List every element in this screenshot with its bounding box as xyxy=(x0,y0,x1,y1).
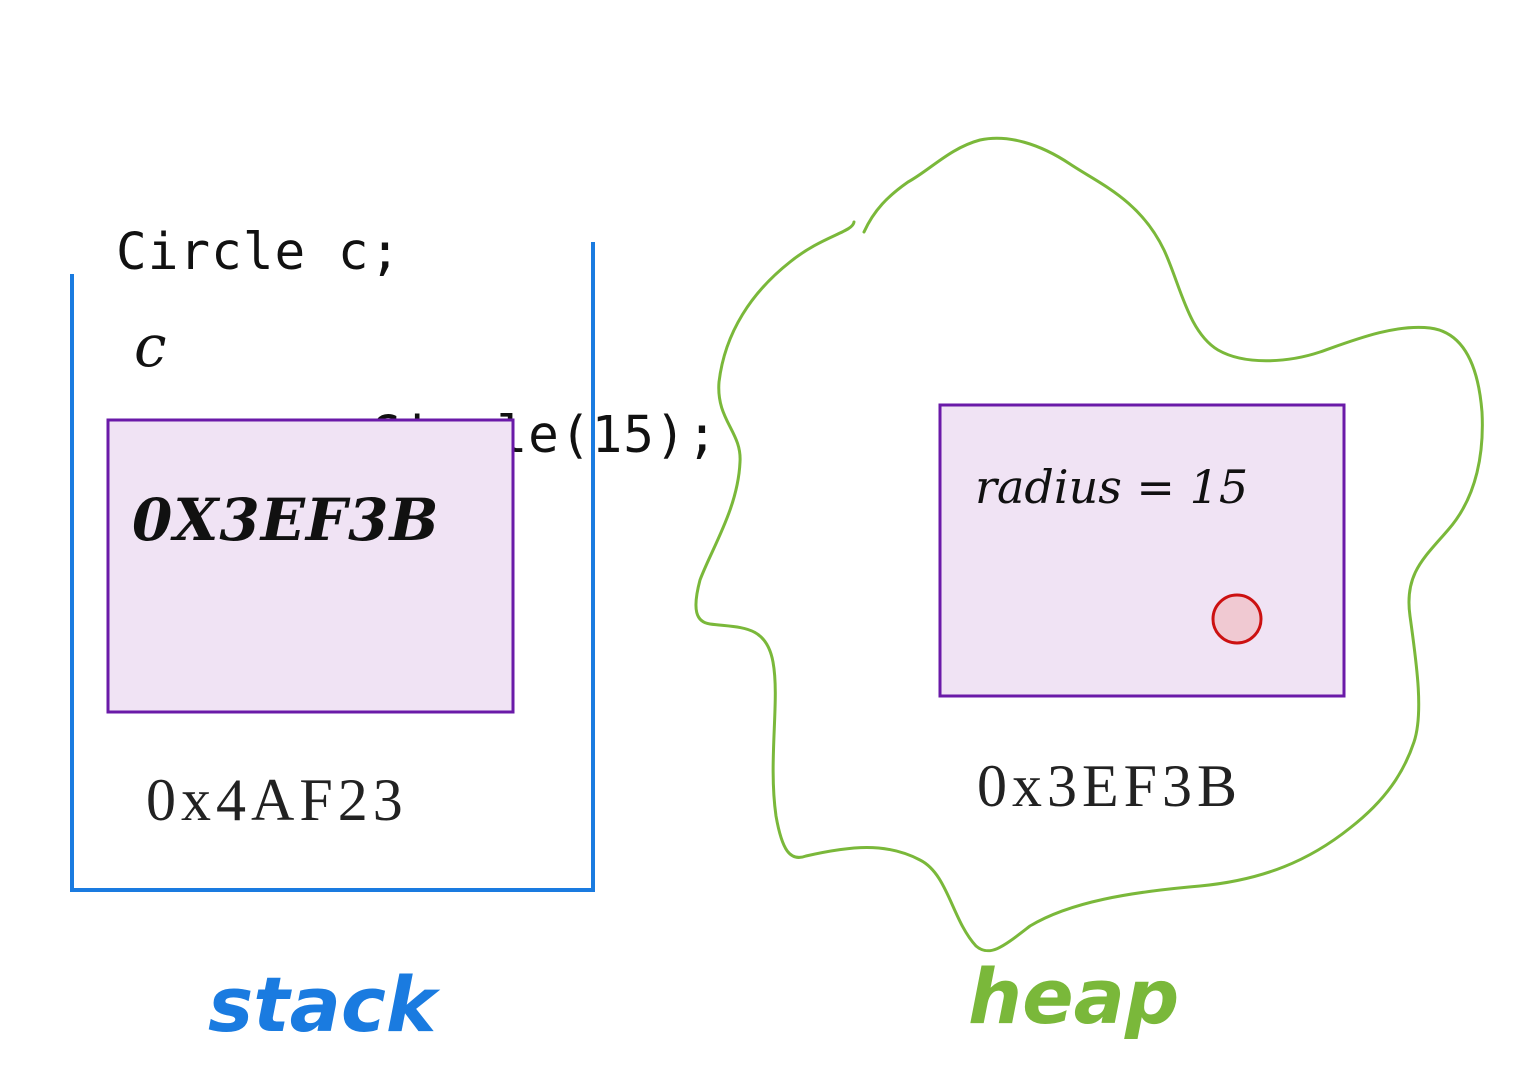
heap-object-field: radius = 15 xyxy=(975,460,1249,514)
stack-address: 0x4AF23 xyxy=(146,767,408,833)
heap-object-box xyxy=(938,403,1346,698)
circle-object-icon xyxy=(1211,593,1263,645)
heap-label: heap xyxy=(968,952,1180,1041)
stack-variable-name: c xyxy=(134,312,167,380)
code-line-declaration: Circle c; xyxy=(116,223,402,282)
stack-container xyxy=(70,242,595,892)
stack-label: stack xyxy=(208,960,437,1049)
stack-variable-value: 0X3EF3B xyxy=(132,486,440,554)
heap-address: 0x3EF3B xyxy=(977,753,1243,819)
stack-variable-box xyxy=(106,418,515,714)
heap-region-outline xyxy=(694,136,1484,953)
